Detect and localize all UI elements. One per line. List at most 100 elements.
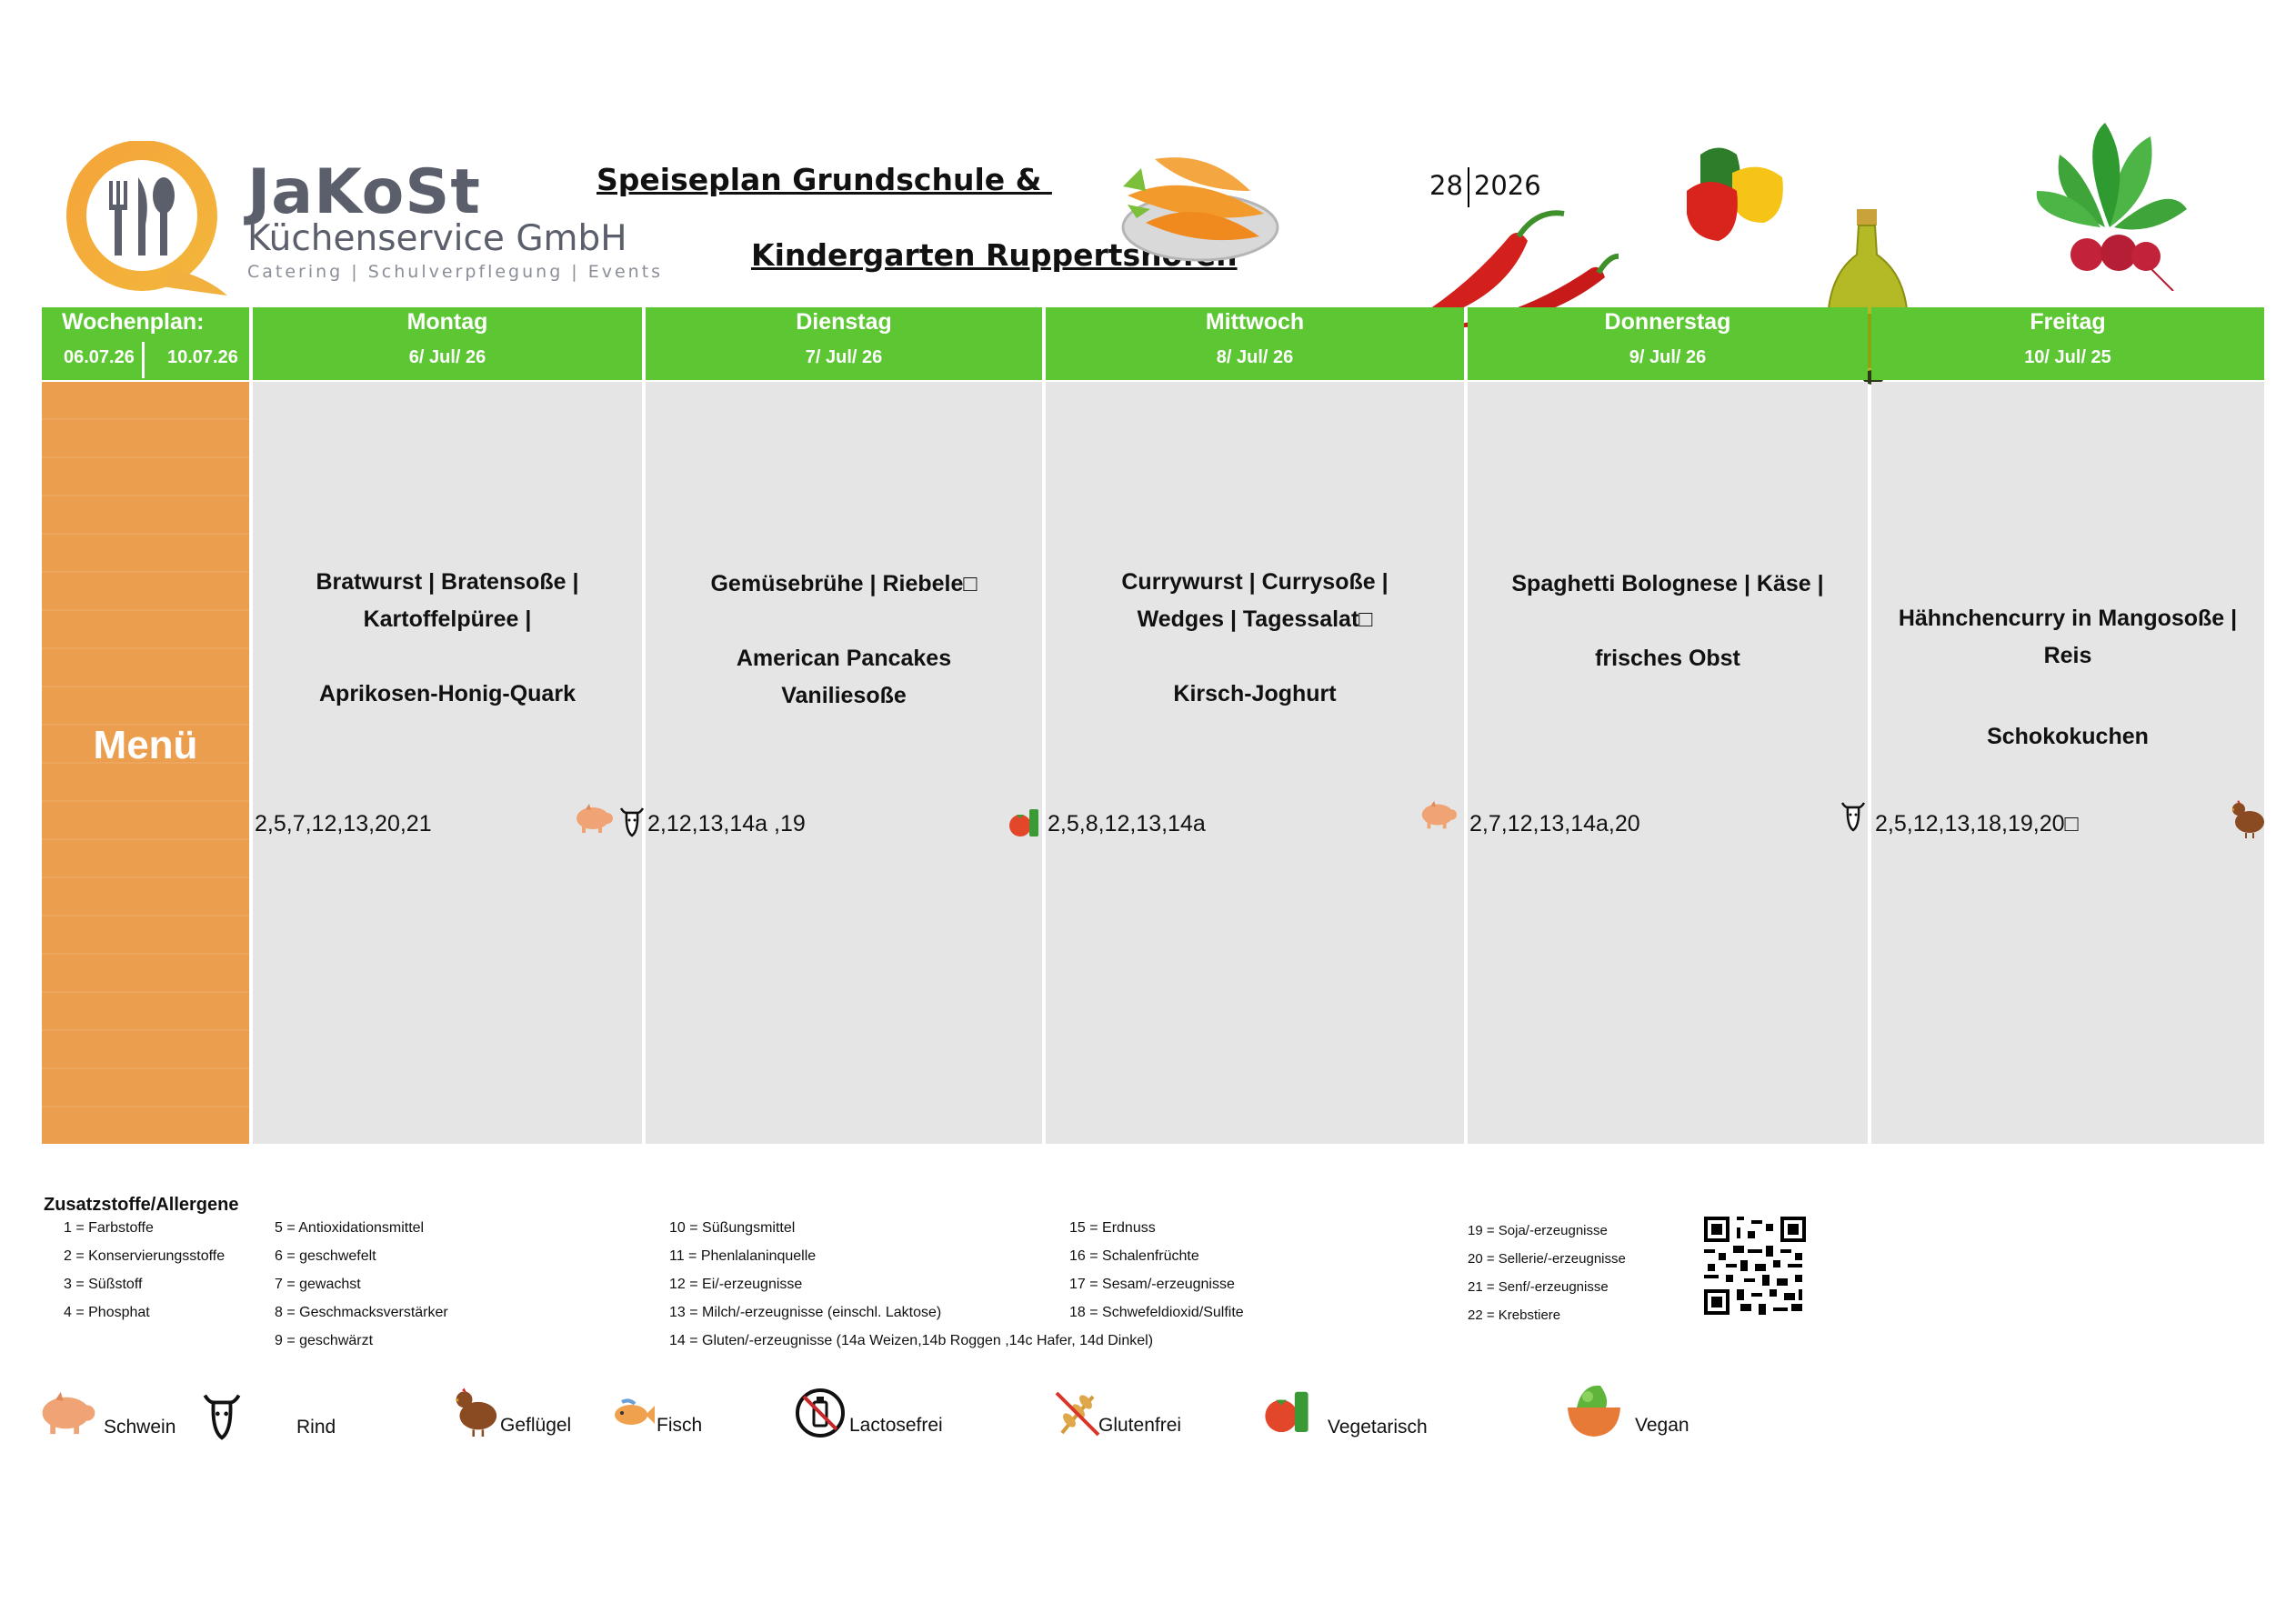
legend-title: Zusatzstoffe/Allergene <box>44 1195 239 1215</box>
dish-line: American Pancakes <box>736 646 952 671</box>
chicken-icon <box>2231 800 2264 838</box>
lactose-free-icon <box>796 1388 845 1438</box>
symbol-label-glutenfrei: Glutenfrei <box>1098 1415 1182 1436</box>
legend-item: 7 = gewachst <box>275 1277 361 1292</box>
week-range-label: Wochenplan: <box>62 309 205 335</box>
week-start-date: 06.07.26 <box>64 347 135 367</box>
chicken-icon <box>455 1388 497 1437</box>
legend-item: 19 = Soja/-erzeugnisse <box>1468 1223 1608 1238</box>
legend-item: 14 = Gluten/-erzeugnisse (14a Weizen,14b… <box>669 1333 1154 1348</box>
day-date: 10/ Jul/ 25 <box>2024 347 2111 367</box>
carrots-plate-icon <box>1121 157 1279 262</box>
day-name: Freitag <box>2030 309 2106 335</box>
week-end-date: 10.07.26 <box>167 347 238 367</box>
legend-item: 5 = Antioxidationsmittel <box>275 1220 425 1236</box>
jakost-logo <box>66 141 227 296</box>
day-cell-dienstag: Gemüsebrühe | Riebele□ American Pancakes… <box>646 382 1042 1144</box>
dish-line: Aprikosen-Honig-Quark <box>319 681 576 706</box>
day-cell-donnerstag: Spaghetti Bolognese | Käse | frisches Ob… <box>1468 382 1868 1144</box>
legend-item: 21 = Senf/-erzeugnisse <box>1468 1279 1609 1295</box>
date-divider <box>142 342 145 378</box>
day-date: 7/ Jul/ 26 <box>805 347 883 367</box>
radishes-icon <box>2036 123 2187 291</box>
symbol-label-vegan: Vegan <box>1635 1415 1689 1436</box>
dish-line: Gemüsebrühe | Riebele□ <box>710 571 978 596</box>
legend-item: 4 = Phosphat <box>64 1305 150 1320</box>
fish-icon <box>615 1398 655 1425</box>
cow-icon <box>619 807 645 837</box>
cow-icon <box>203 1394 241 1440</box>
qr-code[interactable] <box>1704 1217 1806 1315</box>
legend-item: 17 = Sesam/-erzeugnisse <box>1069 1277 1235 1292</box>
symbol-label-gefluegel: Geflügel <box>500 1415 572 1436</box>
legend-item: 2 = Konservierungsstoffe <box>64 1248 226 1264</box>
legend-item: 22 = Krebstiere <box>1468 1307 1561 1323</box>
week-year: 2026 <box>1473 170 1541 201</box>
week-range-header: Wochenplan: 06.07.26 10.07.26 <box>42 307 249 380</box>
legend-item: 12 = Ei/-erzeugnisse <box>669 1277 803 1292</box>
dish-line: Kirsch-Joghurt <box>1173 681 1337 706</box>
menu-label: Menü <box>93 723 198 767</box>
legend-item: 3 = Süßstoff <box>64 1277 143 1292</box>
legend-item: 8 = Geschmacksverstärker <box>275 1305 448 1320</box>
menu-column: Menü <box>42 382 249 1144</box>
allergen-codes: 2,5,12,13,18,19,20□ <box>1875 811 2079 837</box>
symbol-label-schwein: Schwein <box>104 1417 176 1438</box>
dish-line: Bratwurst | Bratensoße | <box>316 569 579 595</box>
dish-line: Spaghetti Bolognese | Käse | <box>1511 571 1824 596</box>
day-date: 9/ Jul/ 26 <box>1629 347 1707 367</box>
day-name: Montag <box>406 309 488 335</box>
allergen-codes: 2,5,7,12,13,20,21 <box>255 811 432 837</box>
week-kw: 28 <box>1429 170 1463 201</box>
legend-item: 13 = Milch/-erzeugnisse (einschl. Laktos… <box>669 1305 942 1320</box>
dish-line: Reis <box>2043 643 2092 668</box>
brand-subtitle: Küchenservice GmbH <box>247 218 627 259</box>
dish-line: Kartoffelpüree | <box>363 606 532 632</box>
week-number: 28 2026 <box>1429 167 1541 207</box>
day-date: 6/ Jul/ 26 <box>408 347 486 367</box>
day-date: 8/ Jul/ 26 <box>1216 347 1294 367</box>
legend-item: 11 = Phenlalaninquelle <box>669 1248 817 1264</box>
symbol-label-vegetarisch: Vegetarisch <box>1328 1417 1428 1438</box>
legend-item: 6 = geschwefelt <box>275 1248 376 1264</box>
dish-line: Wedges | Tagessalat□ <box>1137 606 1373 632</box>
dish-line: frisches Obst <box>1595 646 1740 671</box>
day-header-freitag: Freitag 10/ Jul/ 25 <box>1871 307 2264 380</box>
cow-icon <box>1840 802 1866 832</box>
legend-item: 10 = Süßungsmittel <box>669 1220 796 1236</box>
day-name: Mittwoch <box>1205 309 1305 335</box>
day-cell-mittwoch: Currywurst | Currysoße | Wedges | Tagess… <box>1046 382 1464 1144</box>
allergen-codes: 2,12,13,14a ,19 <box>647 811 806 837</box>
legend-item: 1 = Farbstoffe <box>64 1220 154 1236</box>
day-cell-montag: Bratwurst | Bratensoße | Kartoffelpüree … <box>253 382 642 1144</box>
day-name: Dienstag <box>796 309 892 335</box>
day-name: Donnerstag <box>1604 309 1731 335</box>
dish-line: Schokokuchen <box>1987 724 2149 749</box>
menu-column-lines <box>42 382 249 1144</box>
vegetarian-icon <box>1009 809 1038 837</box>
symbol-label-fisch: Fisch <box>657 1415 703 1436</box>
pig-icon <box>577 804 613 833</box>
page-title-line1: Speiseplan Grundschule & <box>597 162 1052 197</box>
brand-tagline: Catering | Schulverpflegung | Events <box>247 262 664 282</box>
pig-icon <box>1421 800 1458 829</box>
day-header-dienstag: Dienstag 7/ Jul/ 26 <box>646 307 1042 380</box>
dish-line: Vaniliesoße <box>781 683 907 708</box>
dish-line: Currywurst | Currysoße | <box>1121 569 1389 595</box>
symbol-label-rind: Rind <box>296 1417 336 1438</box>
legend-item: 9 = geschwärzt <box>275 1333 374 1348</box>
legend-item: 16 = Schalenfrüchte <box>1069 1248 1199 1264</box>
symbol-label-lactosefrei: Lactosefrei <box>849 1415 943 1436</box>
day-header-montag: Montag 6/ Jul/ 26 <box>253 307 642 380</box>
brand-name: JaKoSt <box>247 156 481 228</box>
vegetarian-icon <box>1265 1391 1308 1433</box>
legend-item: 15 = Erdnuss <box>1069 1220 1156 1236</box>
legend-item: 18 = Schwefeldioxid/Sulfite <box>1069 1305 1244 1320</box>
allergen-codes: 2,7,12,13,14a,20 <box>1469 811 1640 837</box>
gluten-free-icon <box>1055 1391 1100 1437</box>
day-cell-freitag: Hähnchencurry in Mangosoße | Reis Schoko… <box>1871 382 2264 1144</box>
day-header-donnerstag: Donnerstag 9/ Jul/ 26 <box>1468 307 1868 380</box>
allergen-codes: 2,5,8,12,13,14a <box>1048 811 1206 837</box>
dish-line: Hähnchencurry in Mangosoße | <box>1898 606 2238 631</box>
vegan-icon <box>1568 1385 1620 1437</box>
